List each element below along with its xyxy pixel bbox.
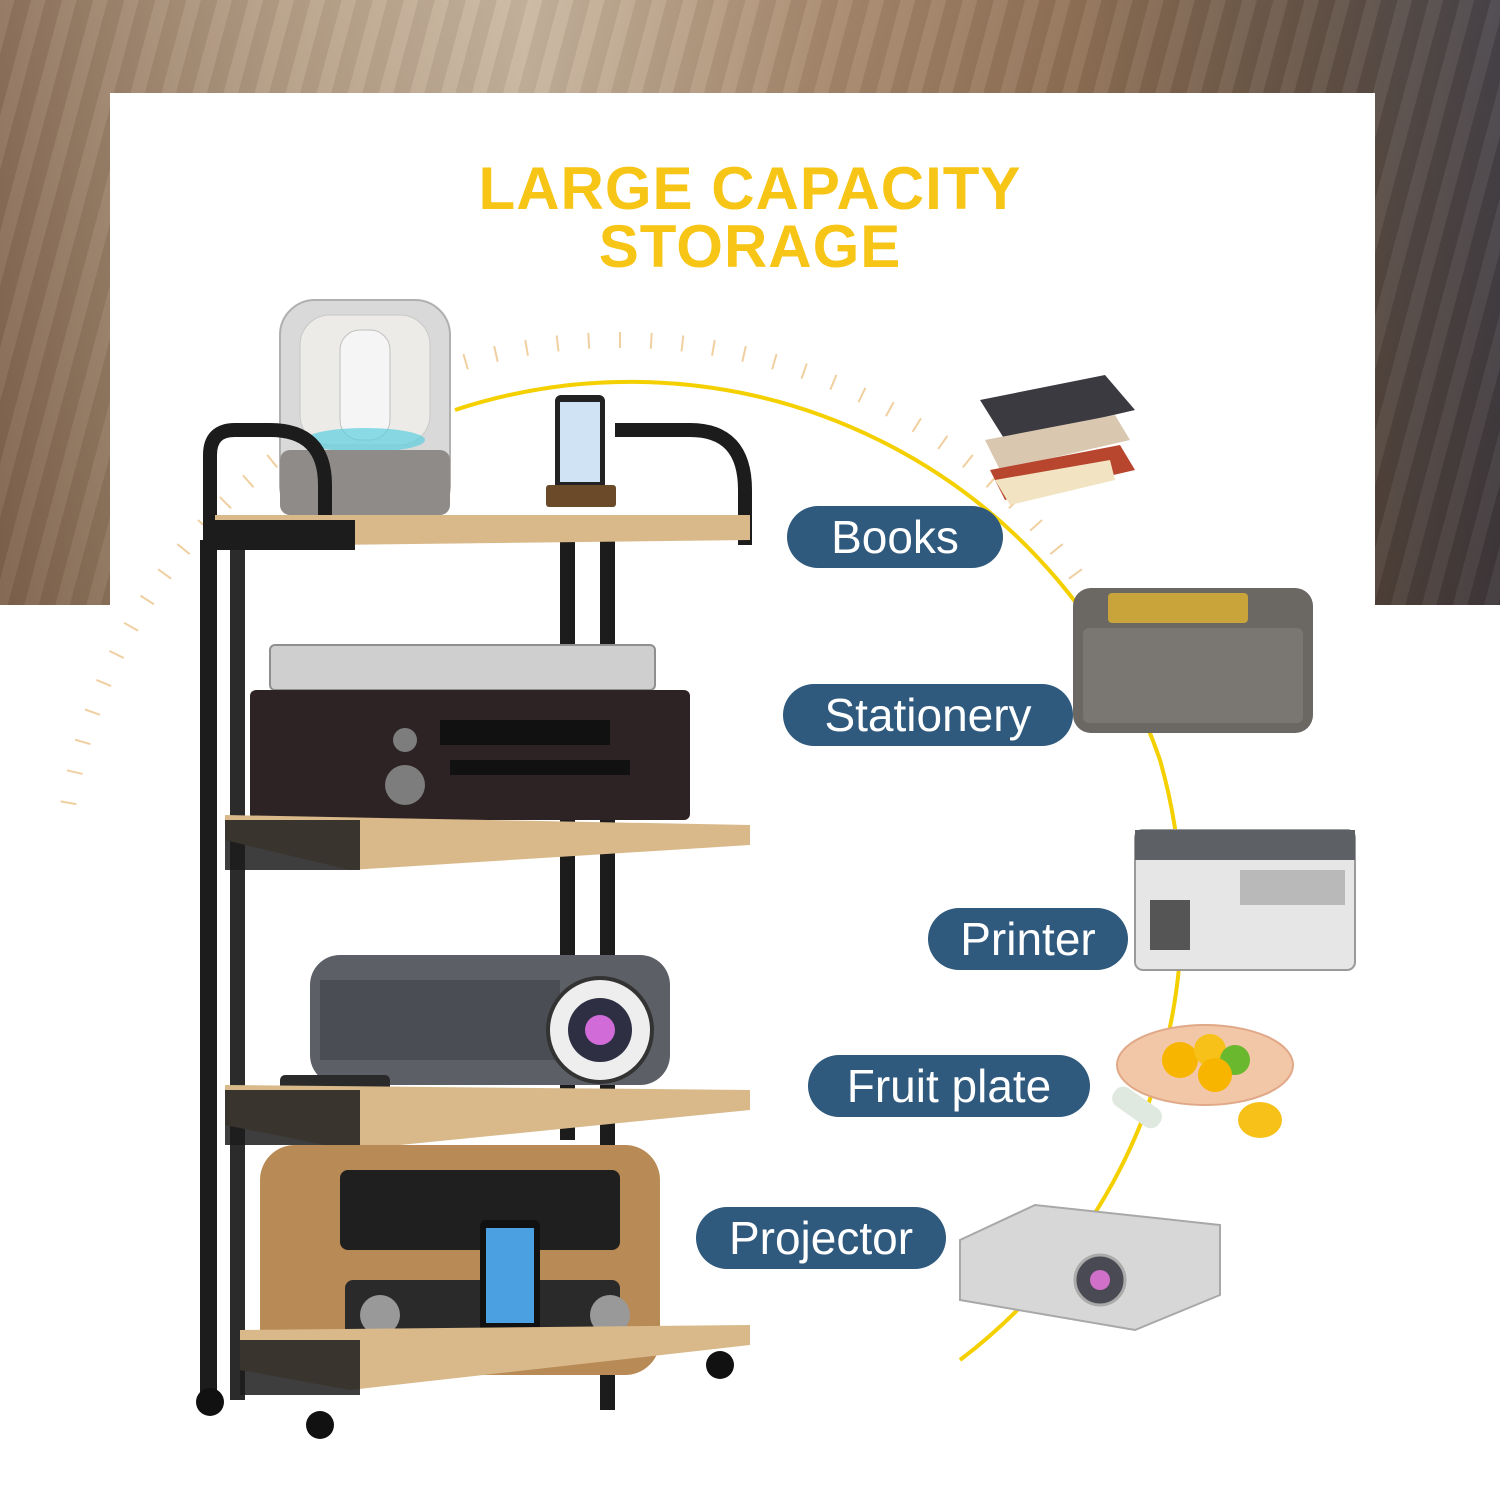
label-stationery: Stationery <box>783 684 1073 746</box>
shelf-rack-illustration <box>196 299 752 1439</box>
label-books: Books <box>787 506 1003 568</box>
label-printer: Printer <box>928 908 1128 970</box>
fruit-plate-image <box>1112 1024 1294 1138</box>
headline-line-2: STORAGE <box>598 213 902 280</box>
books-image <box>980 375 1135 505</box>
speaker-image <box>1073 588 1313 733</box>
printer-image <box>1134 829 1356 971</box>
projector-image <box>959 1203 1221 1332</box>
label-fruit-plate: Fruit plate <box>808 1055 1090 1117</box>
label-projector: Projector <box>696 1207 946 1269</box>
headline: LARGE CAPACITY STORAGE <box>0 155 1500 280</box>
headline-line-1: LARGE CAPACITY <box>478 155 1022 222</box>
